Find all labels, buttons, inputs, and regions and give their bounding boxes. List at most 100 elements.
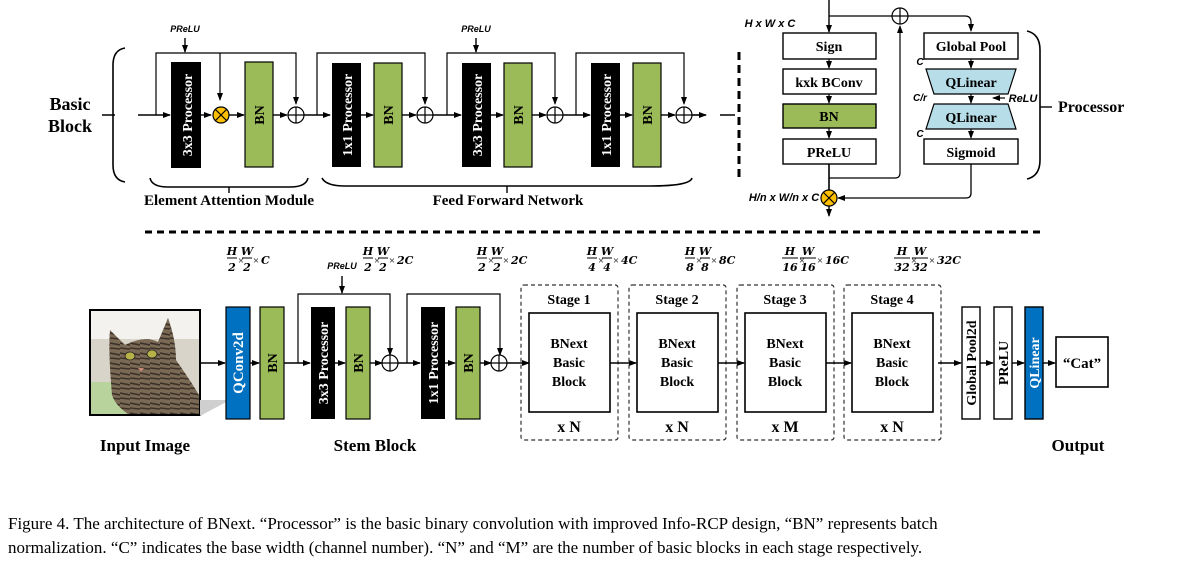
dim-channels: 16C	[825, 254, 849, 267]
dim-h-numerator: H	[226, 245, 238, 258]
dim-w-numerator: W	[377, 245, 391, 258]
stage-title: Stage 4	[870, 293, 913, 308]
global-pool-label: Global Pool	[936, 40, 1007, 55]
dim-w-denominator: 4	[603, 261, 611, 274]
qlinear-2-block	[925, 103, 1017, 130]
ffn-3x3-processor	[462, 63, 491, 167]
network-section: Input Image QConv2d BN PReLU 3x3 Process…	[89, 245, 1109, 455]
prelu-block	[782, 138, 877, 165]
eam-brace	[149, 177, 309, 188]
eam-label: Element Attention Module	[144, 193, 314, 209]
dimension-label: H8×W8×8C	[684, 245, 736, 274]
input-image	[89, 309, 230, 416]
global-pool2d-label: Global Pool2d	[965, 320, 980, 405]
relu-label: ReLU	[1009, 93, 1039, 105]
dim-channels: 2C	[396, 254, 414, 267]
processor-output-dim: H/n x W/n x C	[749, 192, 820, 204]
ffn-processor-3-label: 1x1 Processor	[600, 74, 615, 157]
basic-block-left-brace	[112, 47, 126, 183]
sign-block	[782, 32, 877, 60]
svg-text:×: ×	[711, 255, 717, 267]
prelu-block-label: PReLU	[807, 146, 851, 161]
svg-text:×: ×	[799, 255, 805, 267]
dim-h-numerator: H	[684, 245, 696, 258]
processor-brace	[1026, 30, 1041, 180]
stem-processor-2-label: 1x1 Processor	[427, 322, 442, 405]
svg-text:×: ×	[911, 255, 917, 267]
output-label: Output	[1052, 436, 1105, 455]
bnext-basic-block	[851, 312, 934, 413]
dim-w-numerator: W	[601, 245, 615, 258]
bnext-architecture-diagram: Basic Block PReLU 3x3 Processor BN Eleme…	[48, 0, 1124, 455]
block-label-line1: BNext	[658, 337, 696, 352]
head-qlinear-label: QLinear	[1028, 337, 1043, 388]
head-prelu-label: PReLU	[997, 341, 1012, 385]
stem-bn-1-label: BN	[352, 353, 367, 372]
ffn-bn-2	[503, 62, 533, 168]
dimension-label: H2×W2×2C	[476, 245, 528, 274]
block-label-line3: Block	[660, 375, 694, 390]
qconv2d-label: QConv2d	[231, 332, 247, 394]
bconv-label: kxk BConv	[795, 76, 862, 91]
ffn-processor-1-label: 1x1 Processor	[341, 74, 356, 157]
block-label-line3: Block	[875, 375, 909, 390]
dimension-label: H32×W32×32C	[894, 245, 961, 274]
block-label-line2: Basic	[769, 356, 801, 371]
figure-caption: Figure 4. The architecture of BNext. “Pr…	[8, 512, 1188, 560]
svg-text:×: ×	[253, 255, 259, 267]
dim-h-denominator: 2	[227, 261, 236, 274]
svg-text:×: ×	[929, 255, 935, 267]
stem-prelu-label: PReLU	[327, 261, 357, 271]
basic-block-label-line1: Basic	[49, 94, 90, 114]
basic-block-section: Basic Block PReLU 3x3 Processor BN Eleme…	[48, 24, 735, 209]
eam-3x3-processor	[171, 62, 201, 168]
dim-h-numerator: H	[896, 245, 908, 258]
dim-c-2: C	[916, 129, 924, 140]
prelu-label-eam: PReLU	[170, 24, 200, 34]
dim-h-denominator: 16	[782, 261, 798, 274]
dim-h-numerator: H	[586, 245, 598, 258]
ffn-1x1-processor-2	[591, 63, 620, 167]
dim-h-denominator: 4	[588, 261, 596, 274]
sign-label: Sign	[816, 40, 843, 55]
bconv-block	[782, 68, 877, 95]
stage-repeat: x N	[880, 419, 904, 436]
processor-bn-block	[782, 103, 877, 129]
eam-bn	[244, 61, 274, 168]
dim-h-numerator: H	[476, 245, 488, 258]
stage-title: Stage 3	[763, 293, 806, 308]
bnext-basic-block	[636, 312, 719, 413]
svg-text:×: ×	[503, 255, 509, 267]
dim-c-1: C	[916, 57, 924, 68]
dim-w-numerator: W	[914, 245, 928, 258]
dim-w-numerator: W	[241, 245, 255, 258]
stem-3x3-processor	[311, 307, 335, 419]
sigmoid-label: Sigmoid	[946, 146, 995, 161]
dim-h-numerator: H	[362, 245, 374, 258]
dim-w-denominator: 8	[701, 261, 709, 274]
svg-text:×: ×	[389, 255, 395, 267]
dim-channels: 32C	[937, 254, 961, 267]
svg-text:×: ×	[598, 255, 604, 267]
dim-w-numerator: W	[802, 245, 816, 258]
eam-processor-label: 3x3 Processor	[181, 74, 196, 157]
dim-channels: 4C	[621, 254, 638, 267]
dim-channels: 2C	[510, 254, 528, 267]
dim-w-denominator: 2	[242, 261, 251, 274]
ffn-bn-2-label: BN	[512, 105, 527, 124]
block-label-line1: BNext	[873, 337, 911, 352]
stem-bn-0-label: BN	[266, 353, 281, 372]
block-label-line2: Basic	[553, 356, 585, 371]
processor-detail-section: H x W x C Sign kxk BConv BN PReLU H/n x …	[745, 0, 1124, 217]
stage-repeat: x M	[771, 419, 798, 436]
dim-h-numerator: H	[784, 245, 796, 258]
qlinear-1-label: QLinear	[945, 76, 996, 91]
basic-block-label-line2: Block	[48, 116, 92, 136]
dim-w-denominator: 16	[800, 261, 816, 274]
bnext-basic-block	[528, 312, 611, 413]
stem-bn-2-label: BN	[462, 353, 477, 372]
processor-bn-label: BN	[819, 110, 838, 125]
dim-c-over-r: C/r	[913, 93, 928, 104]
